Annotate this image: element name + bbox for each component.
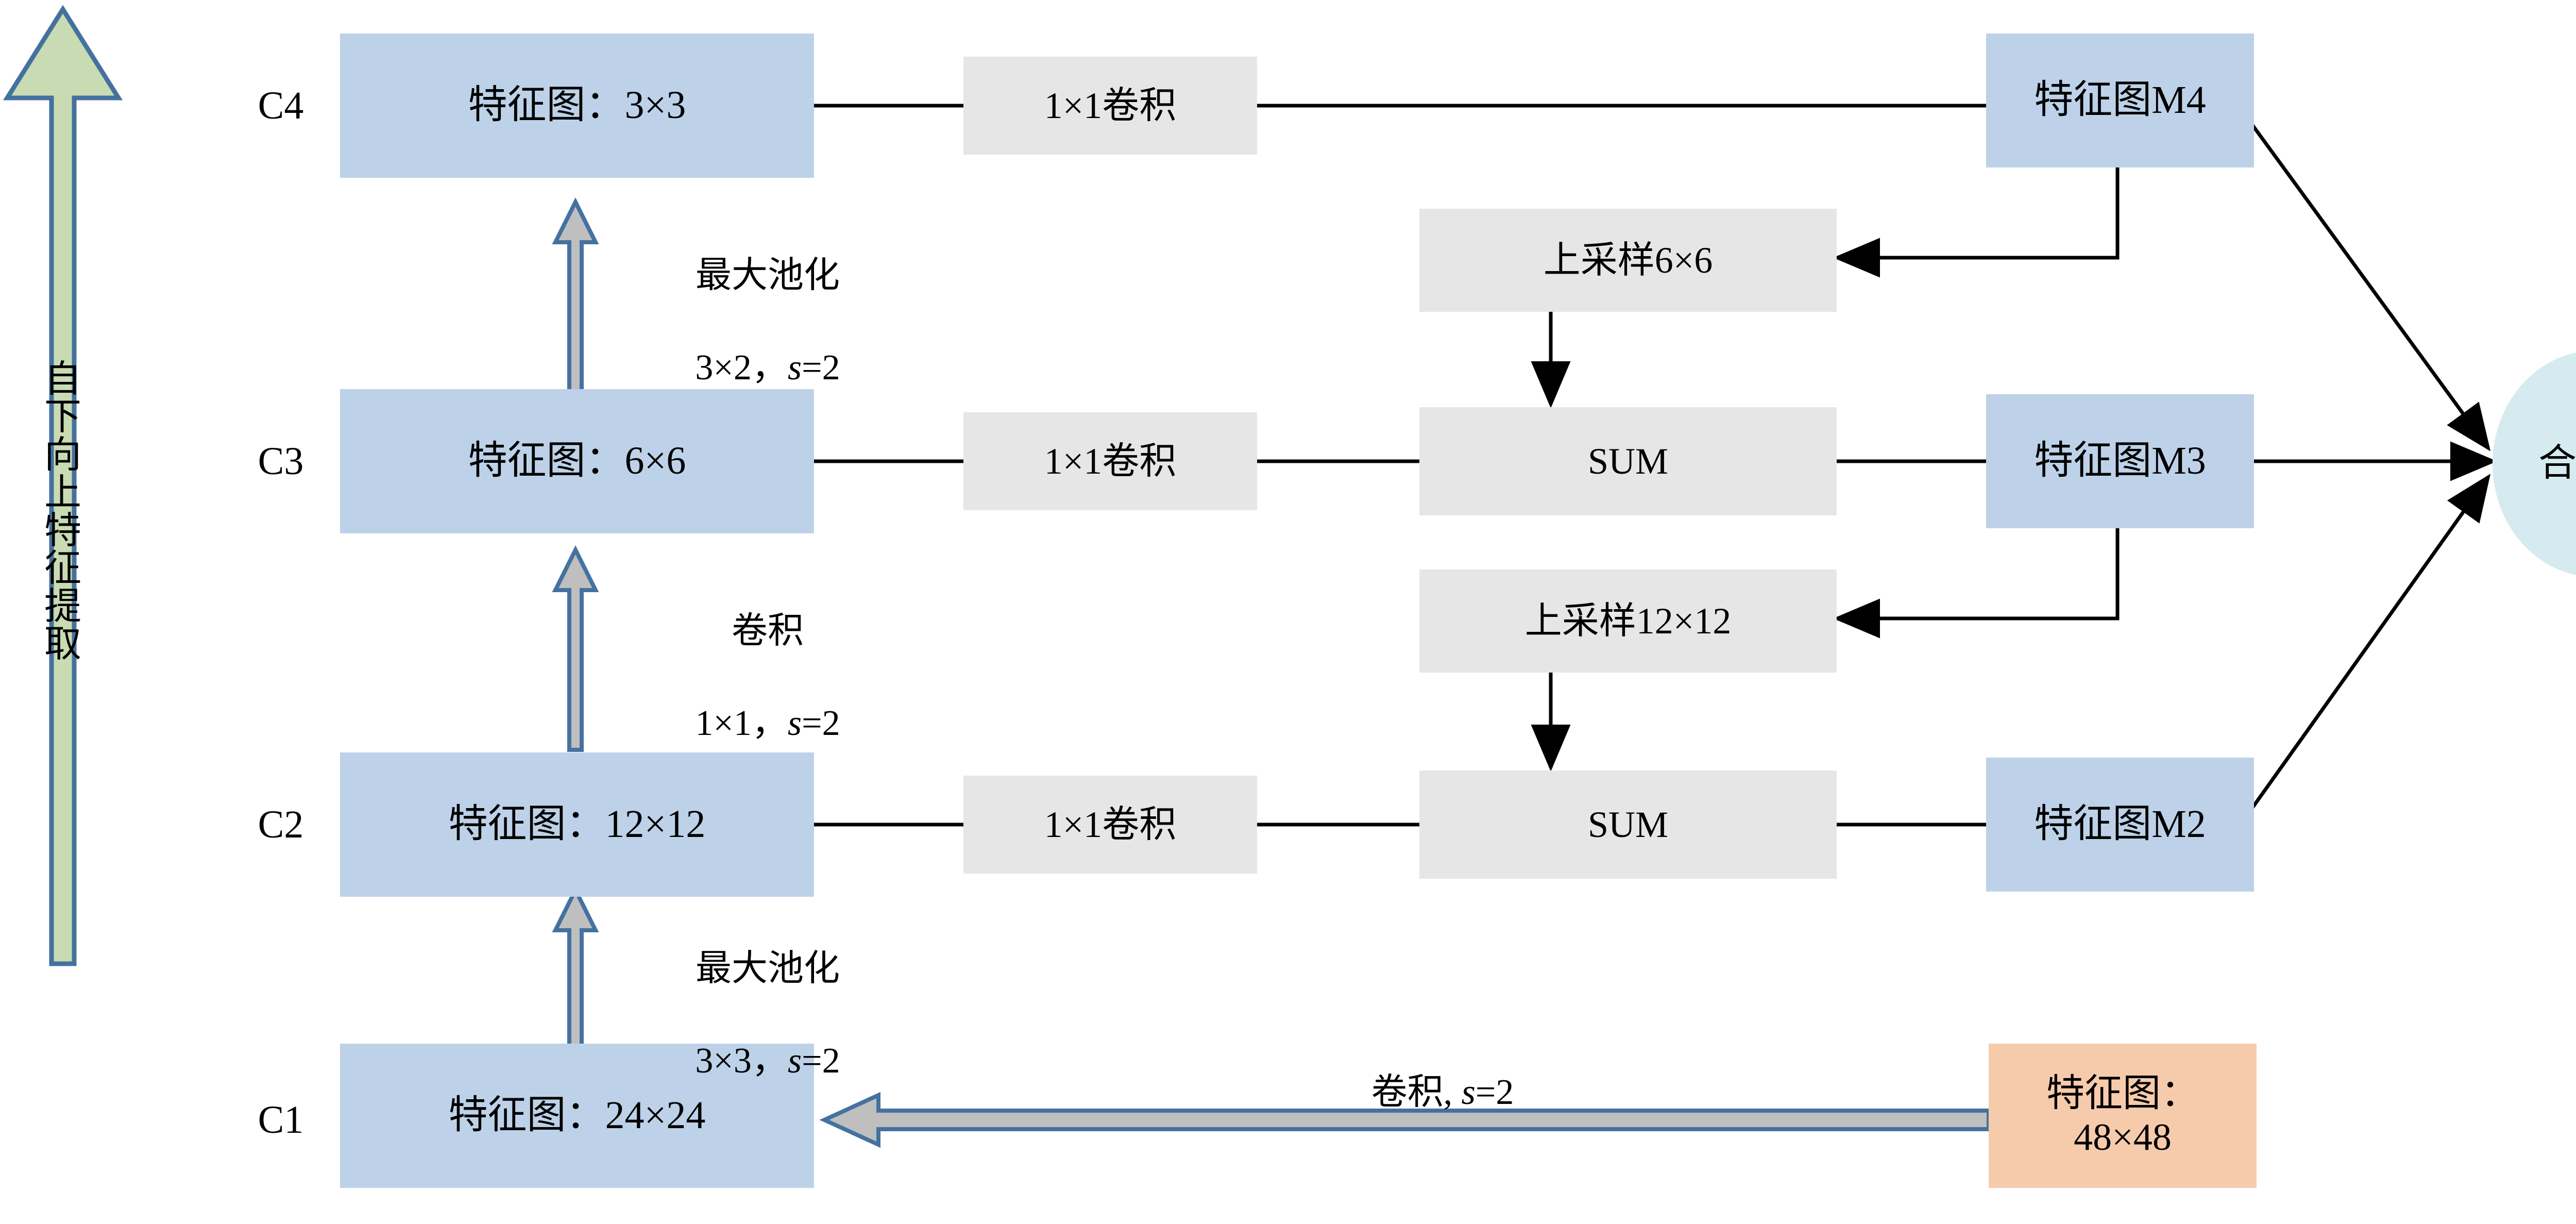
edge-label-line2: 1×1，s=2 (613, 700, 922, 747)
path-m4-merge (2250, 122, 2491, 451)
sum-box-m2[interactable]: SUM (1419, 770, 1837, 879)
edge-label-dims: 3×2， (695, 347, 788, 388)
edge-label-op: 卷积, (1371, 1072, 1462, 1112)
edge-label-stride-val: =2 (1475, 1072, 1514, 1112)
feature-box-c2[interactable]: 特征图：12×12 (340, 752, 814, 897)
path-m4-upsample6 (1833, 165, 2120, 278)
edge-label-line2: 3×2，s=2 (613, 345, 922, 391)
feature-box-m4[interactable]: 特征图M4 (1986, 33, 2254, 167)
feature-box-m2[interactable]: 特征图M2 (1986, 758, 2254, 892)
edge-label-line2: 3×3，s=2 (613, 1038, 922, 1084)
feature-box-c1[interactable]: 特征图：24×24 (340, 1044, 814, 1188)
edge-label-dims: 1×1， (695, 703, 788, 743)
edge-label-stride-sym: s (787, 347, 802, 388)
edge-label-stride-sym: s (1461, 1072, 1476, 1112)
edge-label-conv-input: 卷积, s=2 (1252, 1023, 1633, 1162)
edge-label-line1: 最大池化 (696, 948, 840, 988)
stage-label-c2: C2 (258, 802, 304, 846)
banner-char: 取 (44, 624, 81, 665)
feature-box-c4[interactable]: 特征图：3×3 (340, 33, 814, 178)
maxpool-arrow-c3-c4 (552, 197, 599, 404)
stage-label-c3: C3 (258, 439, 304, 483)
banner-char: 特 (44, 510, 81, 551)
banner-char: 提 (44, 585, 81, 627)
path-m3-upsample12 (1833, 521, 2120, 639)
sum-box-m3[interactable]: SUM (1419, 407, 1837, 515)
banner-char: 自 (44, 359, 81, 400)
path-m2-merge (2250, 474, 2491, 811)
conv-box-c3[interactable]: 1×1卷积 (963, 412, 1257, 510)
conv-box-c2[interactable]: 1×1卷积 (963, 776, 1257, 874)
edge-label-stride-val: =2 (802, 347, 840, 388)
stage-label-c4: C4 (258, 83, 304, 127)
edge-label-stride-sym: s (787, 703, 802, 743)
edge-label-line1: 卷积 (732, 611, 804, 651)
banner-char: 下 (44, 396, 81, 438)
stage-label-c1: C1 (258, 1098, 304, 1142)
bottom-up-banner-label: 自 下 向 上 特 征 提 取 (32, 359, 94, 665)
banner-char: 征 (44, 548, 81, 590)
edge-label-maxpool-c3-c4: 最大池化 3×2，s=2 (613, 206, 922, 437)
conv-box-c4[interactable]: 1×1卷积 (963, 57, 1257, 155)
upsample-box-6[interactable]: 上采样6×6 (1419, 209, 1837, 312)
edge-label-stride-val: =2 (802, 1041, 840, 1081)
banner-char: 上 (44, 472, 81, 514)
edge-label-dims: 3×3， (695, 1041, 788, 1081)
feature-box-m3[interactable]: 特征图M3 (1986, 394, 2254, 528)
banner-char: 向 (44, 434, 81, 476)
feature-box-c3[interactable]: 特征图：6×6 (340, 389, 814, 533)
edge-label-maxpool-c1-c2: 最大池化 3×3，s=2 (613, 899, 922, 1130)
edge-label-stride-val: =2 (802, 703, 840, 743)
conv-arrow-c2-c3 (552, 545, 599, 752)
merge-layer-node[interactable]: 合并层 (2493, 350, 2576, 577)
upsample-box-12[interactable]: 上采样12×12 (1419, 569, 1837, 673)
edge-label-line1: 卷积, s=2 (1252, 1069, 1633, 1116)
input-feature-box[interactable]: 特征图： 48×48 (1989, 1044, 2257, 1188)
edge-label-line1: 最大池化 (696, 255, 840, 295)
edge-label-stride-sym: s (787, 1041, 802, 1081)
edge-label-conv-c2-c3: 卷积 1×1，s=2 (613, 562, 922, 793)
